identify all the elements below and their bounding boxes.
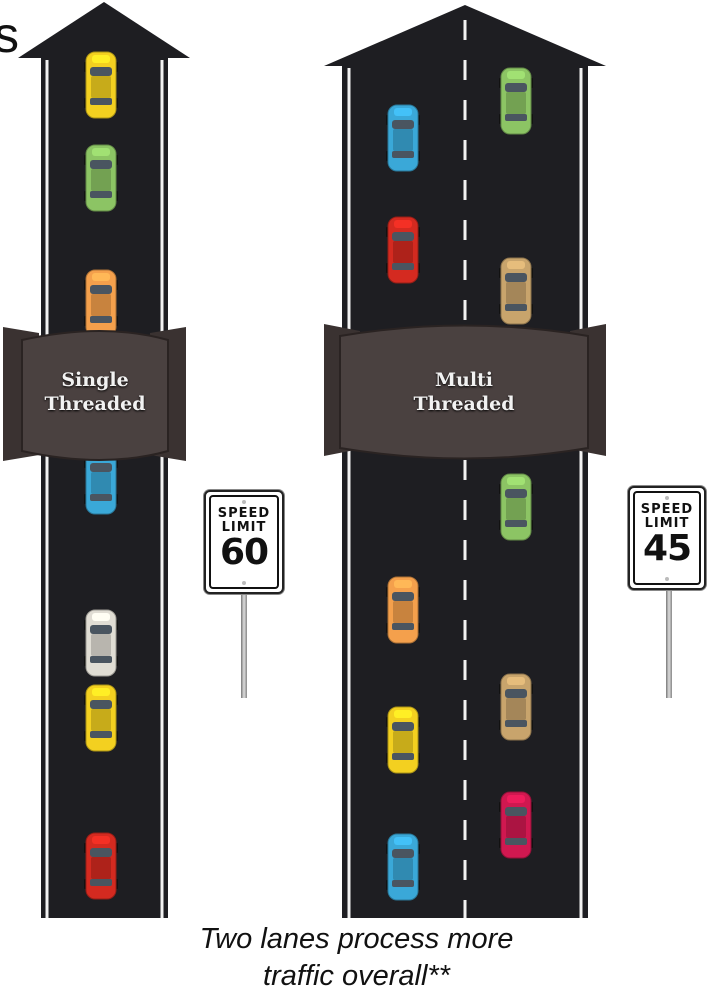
left-sign-pole [241,590,247,698]
left-sign-speed: SPEED [211,507,277,521]
car-multi-right-lane-1 [499,68,533,134]
car-single-lane-2 [84,145,118,211]
multi-label-line1: Multi [340,368,588,392]
car-multi-right-lane-4 [499,674,533,740]
right-sign-pole [666,586,672,698]
caption: Two lanes process more traffic overall** [0,921,713,995]
car-multi-right-lane-5 [499,792,533,858]
single-label-line2: Threaded [22,392,168,416]
car-single-lane-3 [84,270,118,336]
speed-limit-sign-left: SPEED LIMIT 60 [204,490,284,594]
car-multi-left-lane-4 [386,707,420,773]
car-multi-left-lane-5 [386,834,420,900]
left-sign-value: 60 [211,535,277,571]
multi-label-line2: Threaded [340,392,588,416]
car-multi-right-lane-2 [499,258,533,324]
car-single-lane-1 [84,52,118,118]
speed-limit-sign-right: SPEED LIMIT 45 [628,486,706,590]
car-multi-left-lane-3 [386,577,420,643]
single-label-line1: Single [22,368,168,392]
single-threaded-label: Single Threaded [22,368,168,416]
right-sign-speed: SPEED [635,503,699,517]
car-single-lane-7 [84,833,118,899]
caption-line2: traffic overall** [0,958,713,995]
right-sign-value: 45 [635,531,699,567]
multi-threaded-label: Multi Threaded [340,368,588,416]
car-multi-left-lane-2 [386,217,420,283]
car-single-lane-6 [84,685,118,751]
single-road-arrow-head [18,2,190,58]
car-multi-left-lane-1 [386,105,420,171]
multi-lane-road [324,5,606,918]
car-single-lane-5 [84,610,118,676]
car-multi-right-lane-3 [499,474,533,540]
caption-line1: Two lanes process more [0,921,713,958]
